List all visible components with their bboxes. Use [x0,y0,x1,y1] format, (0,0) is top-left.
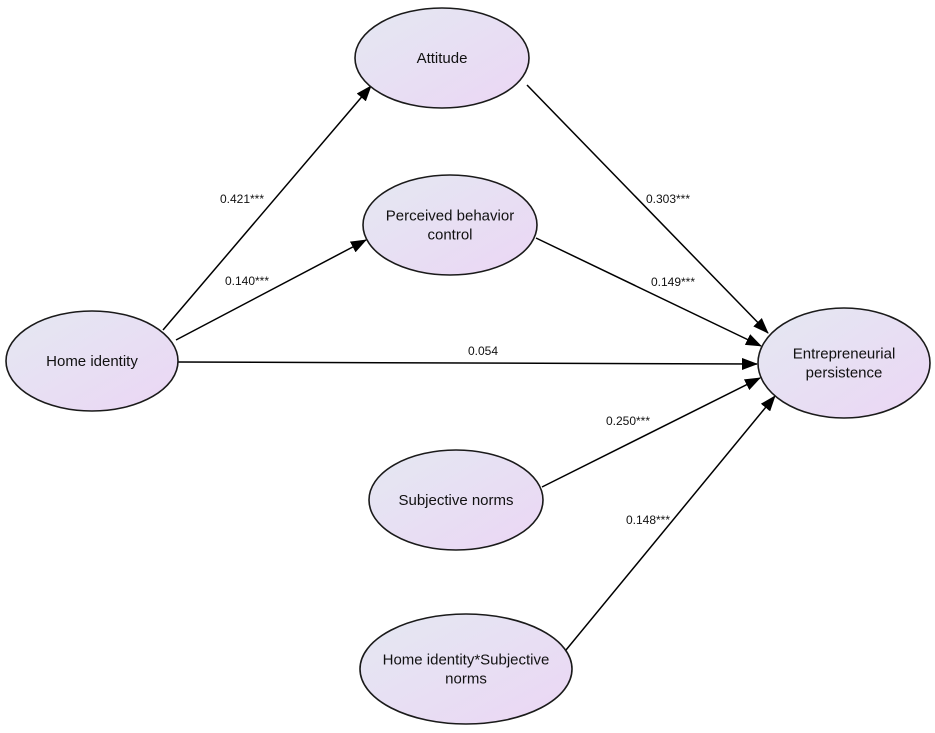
node-label: Subjective norms [398,492,513,509]
node-ellipse [362,174,538,276]
node-label: Home identity*Subjective [383,652,550,669]
arrow-home_identity-to-pbc [175,239,367,341]
arrow-home_identity-to-persistence [177,357,758,370]
node-label: control [427,227,472,244]
node-label: Entrepreneurial [793,346,896,363]
node-label: Attitude [417,50,468,67]
node-label: norms [445,671,487,688]
node-attitude: Attitude [354,7,530,109]
arrow-pbc-to-persistence [535,237,762,347]
coefficient-home_identity-to-persistence: 0.054 [468,344,498,358]
arrow-interaction-to-persistence [565,395,776,651]
node-ellipse [368,449,544,551]
node-ellipse [354,7,530,109]
node-interaction: Home identity*Subjective norms [359,613,573,725]
node-label: Perceived behavior [386,208,514,225]
arrow-subjective_norms-to-persistence [541,377,761,488]
coefficient-labels: 0.421*** 0.140*** 0.054 0.303*** 0.149*** 0.2… [220,192,695,527]
node-home-identity: Home identity [5,310,179,412]
edges [162,84,776,651]
arrow-home_identity-to-attitude [162,85,372,331]
coefficient-subjective_norms-to-persistence: 0.250*** [606,414,650,428]
node-label: persistence [806,365,883,382]
coefficient-attitude-to-persistence: 0.303*** [646,192,690,206]
coefficient-home_identity-to-pbc: 0.140*** [225,274,269,288]
node-pbc: Perceived behavior control [362,174,538,276]
node-ellipse [5,310,179,412]
arrow-attitude-to-persistence [526,84,769,334]
coefficient-home_identity-to-attitude: 0.421*** [220,192,264,206]
node-persistence: Entrepreneurial persistence [757,307,931,419]
coefficient-pbc-to-persistence: 0.149*** [651,275,695,289]
node-label: Home identity [46,353,138,370]
node-ellipse [757,307,931,419]
node-subjective-norms: Subjective norms [368,449,544,551]
node-ellipse [359,613,573,725]
coefficient-interaction-to-persistence: 0.148*** [626,513,670,527]
